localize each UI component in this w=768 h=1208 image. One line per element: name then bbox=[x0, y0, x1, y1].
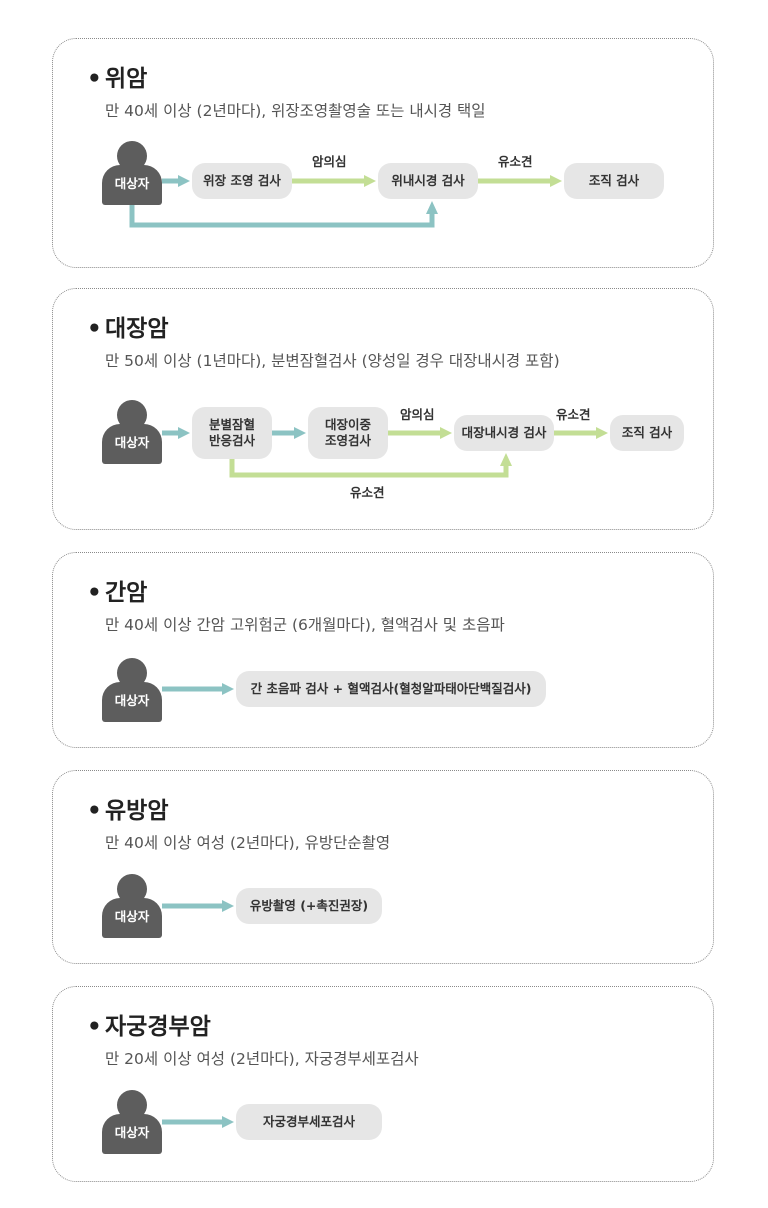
person-body bbox=[102, 424, 162, 464]
node-liver-ultrasound-blood-test: 간 초음파 검사 + 혈액검사(혈청알파태아단백질검사) bbox=[236, 671, 546, 707]
bullet: • bbox=[87, 798, 102, 824]
edge-label-suspected: 암의심 bbox=[312, 154, 347, 169]
person-body bbox=[102, 165, 162, 205]
person-label: 대상자 bbox=[114, 909, 150, 924]
person-label: 대상자 bbox=[114, 435, 150, 450]
section-title-text: 자궁경부암 bbox=[105, 1014, 211, 1040]
bullet: • bbox=[87, 316, 102, 342]
section-title: •대장암 bbox=[87, 315, 168, 343]
person-label: 대상자 bbox=[114, 176, 150, 191]
person-icon: 대상자 bbox=[102, 874, 162, 938]
section-subtitle: 만 40세 이상 여성 (2년마다), 유방단순촬영 bbox=[105, 834, 391, 852]
section-cervical-cancer: •자궁경부암 만 20세 이상 여성 (2년마다), 자궁경부세포검사 bbox=[52, 986, 714, 1182]
bullet: • bbox=[87, 66, 102, 92]
node-stomach-contrast-exam: 위장 조영 검사 bbox=[192, 163, 292, 199]
edge-label-suspected: 암의심 bbox=[400, 407, 435, 422]
edge-label-findings: 유소견 bbox=[556, 407, 591, 422]
person-icon: 대상자 bbox=[102, 400, 162, 464]
node-biopsy: 조직 검사 bbox=[610, 415, 684, 451]
section-title: •간암 bbox=[87, 579, 147, 607]
section-subtitle: 만 20세 이상 여성 (2년마다), 자궁경부세포검사 bbox=[105, 1050, 419, 1068]
section-title-text: 간암 bbox=[105, 580, 148, 606]
section-liver-cancer: •간암 만 40세 이상 간암 고위험군 (6개월마다), 혈액검사 및 초음파 bbox=[52, 552, 714, 748]
node-biopsy: 조직 검사 bbox=[564, 163, 664, 199]
person-label: 대상자 bbox=[114, 1125, 150, 1140]
section-subtitle: 만 50세 이상 (1년마다), 분변잠혈검사 (양성일 경우 대장내시경 포함… bbox=[105, 352, 560, 370]
node-pap-smear: 자궁경부세포검사 bbox=[236, 1104, 382, 1140]
person-body bbox=[102, 898, 162, 938]
node-mammography: 유방촬영 (+촉진권장) bbox=[236, 888, 382, 924]
section-stomach-cancer: •위암 만 40세 이상 (2년마다), 위장조영촬영술 또는 내시경 택일 bbox=[52, 38, 714, 268]
section-title: •유방암 bbox=[87, 797, 168, 825]
section-title: •자궁경부암 bbox=[87, 1013, 211, 1041]
bullet: • bbox=[87, 580, 102, 606]
person-icon: 대상자 bbox=[102, 1090, 162, 1154]
edge-label-findings: 유소견 bbox=[498, 154, 533, 169]
person-label: 대상자 bbox=[114, 693, 150, 708]
section-colorectal-cancer: •대장암 만 50세 이상 (1년마다), 분변잠혈검사 (양성일 경우 대장내… bbox=[52, 288, 714, 530]
section-breast-cancer: •유방암 만 40세 이상 여성 (2년마다), 유방단순촬영 bbox=[52, 770, 714, 964]
section-title: •위암 bbox=[87, 65, 147, 93]
node-colonoscopy: 대장내시경 검사 bbox=[454, 415, 554, 451]
section-subtitle: 만 40세 이상 간암 고위험군 (6개월마다), 혈액검사 및 초음파 bbox=[105, 616, 505, 634]
edge-label-findings-bottom: 유소견 bbox=[350, 485, 385, 500]
person-icon: 대상자 bbox=[102, 141, 162, 205]
person-body bbox=[102, 1114, 162, 1154]
section-subtitle: 만 40세 이상 (2년마다), 위장조영촬영술 또는 내시경 택일 bbox=[105, 102, 486, 120]
section-title-text: 대장암 bbox=[105, 316, 169, 342]
bullet: • bbox=[87, 1014, 102, 1040]
section-title-text: 위암 bbox=[105, 66, 148, 92]
node-gastroscopy: 위내시경 검사 bbox=[378, 163, 478, 199]
person-body bbox=[102, 682, 162, 722]
person-icon: 대상자 bbox=[102, 658, 162, 722]
section-title-text: 유방암 bbox=[105, 798, 169, 824]
